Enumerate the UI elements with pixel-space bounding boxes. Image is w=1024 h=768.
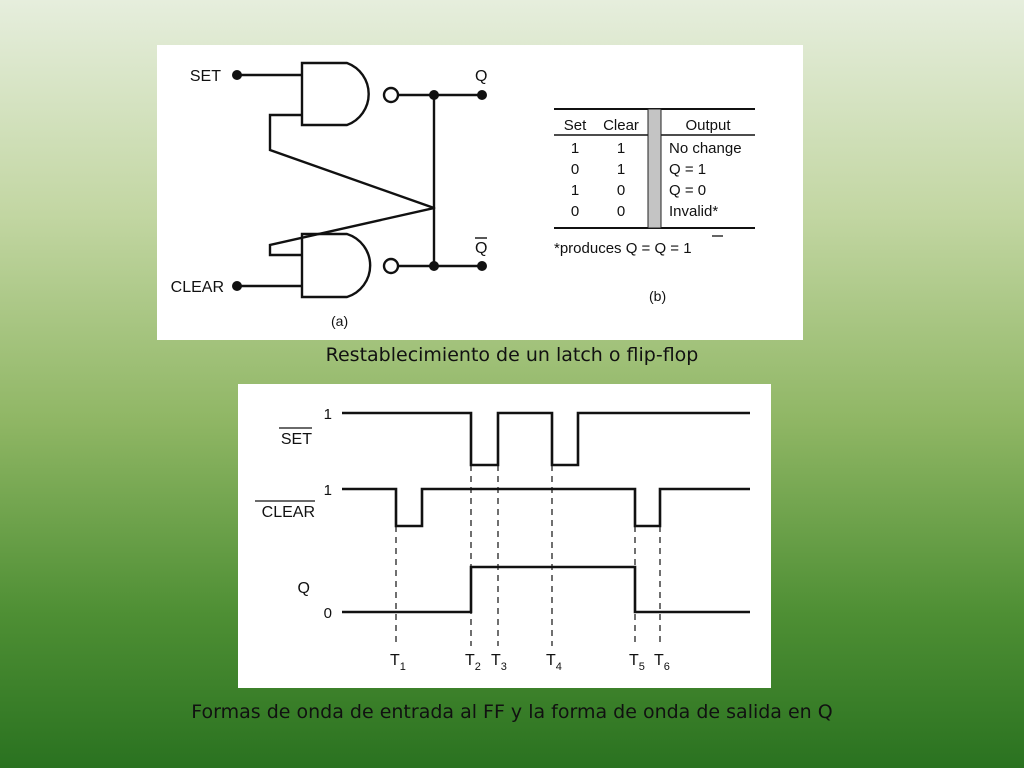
table-cell: 0 — [571, 161, 579, 178]
clear-input-label: CLEAR — [171, 279, 224, 296]
table-cell: No change — [669, 140, 742, 157]
lower-gate-bubble — [382, 257, 400, 275]
table-footnote: *produces Q = Q = 1 — [554, 240, 692, 257]
table-cell: Q = 0 — [669, 182, 706, 199]
table-cell: Invalid* — [669, 203, 718, 220]
sublabel-a: (a) — [331, 313, 348, 329]
signal-label-set: SET — [281, 431, 312, 448]
table-cell: 0 — [617, 203, 625, 220]
table-header-output: Output — [685, 117, 731, 134]
time-marker-t1: T1 — [390, 652, 406, 673]
qbar-output-label: Q — [475, 240, 487, 257]
table-column-divider — [647, 108, 662, 229]
feedback-wire-qbar-to-upper — [268, 113, 436, 266]
q-output-label: Q — [475, 68, 487, 85]
clear-waveform — [342, 487, 750, 528]
table-header-set: Set — [564, 117, 587, 134]
q-output-terminal — [477, 90, 487, 100]
upper-gate-bubble — [382, 86, 400, 104]
latch-figure-panel: SET CLEAR Q Q (a) Set Clear Output 1 1 N… — [157, 45, 803, 340]
table-cell: 0 — [617, 182, 625, 199]
latch-diagram: SET CLEAR Q Q (a) Set Clear Output 1 1 N… — [171, 61, 755, 329]
q-waveform — [342, 565, 750, 614]
q-level-label: 0 — [324, 605, 332, 622]
waveform-diagram: SET CLEAR Q 1 1 0 T1 T2 T3 T4 T5 T6 — [255, 406, 750, 673]
time-marker-t6: T6 — [654, 652, 670, 673]
table-cell: Q = 1 — [669, 161, 706, 178]
table-cell: 1 — [571, 182, 579, 199]
waveform-caption: Formas de onda de entrada al FF y la for… — [191, 701, 833, 723]
set-input-label: SET — [190, 68, 221, 85]
lower-nand-gate — [300, 232, 372, 299]
waveform-figure-panel: SET CLEAR Q 1 1 0 T1 T2 T3 T4 T5 T6 — [238, 384, 771, 688]
clear-level-label: 1 — [324, 482, 332, 499]
table-cell: 1 — [617, 140, 625, 157]
table-header-clear: Clear — [603, 117, 639, 134]
table-cell: 1 — [571, 140, 579, 157]
set-waveform — [342, 411, 750, 467]
time-marker-t2: T2 — [465, 652, 481, 673]
signal-label-clear: CLEAR — [262, 504, 315, 521]
feedback-wire-q-to-lower — [268, 95, 436, 257]
upper-nand-gate — [300, 61, 370, 127]
table-cell: 1 — [617, 161, 625, 178]
signal-label-q: Q — [298, 580, 310, 597]
latch-caption: Restablecimiento de un latch o flip-flop — [325, 344, 699, 366]
time-marker-t4: T4 — [546, 652, 562, 673]
sublabel-b: (b) — [649, 288, 666, 304]
qbar-output-terminal — [477, 261, 487, 271]
set-level-label: 1 — [324, 406, 332, 423]
time-marker-t5: T5 — [629, 652, 645, 673]
time-marker-t3: T3 — [491, 652, 507, 673]
table-cell: 0 — [571, 203, 579, 220]
